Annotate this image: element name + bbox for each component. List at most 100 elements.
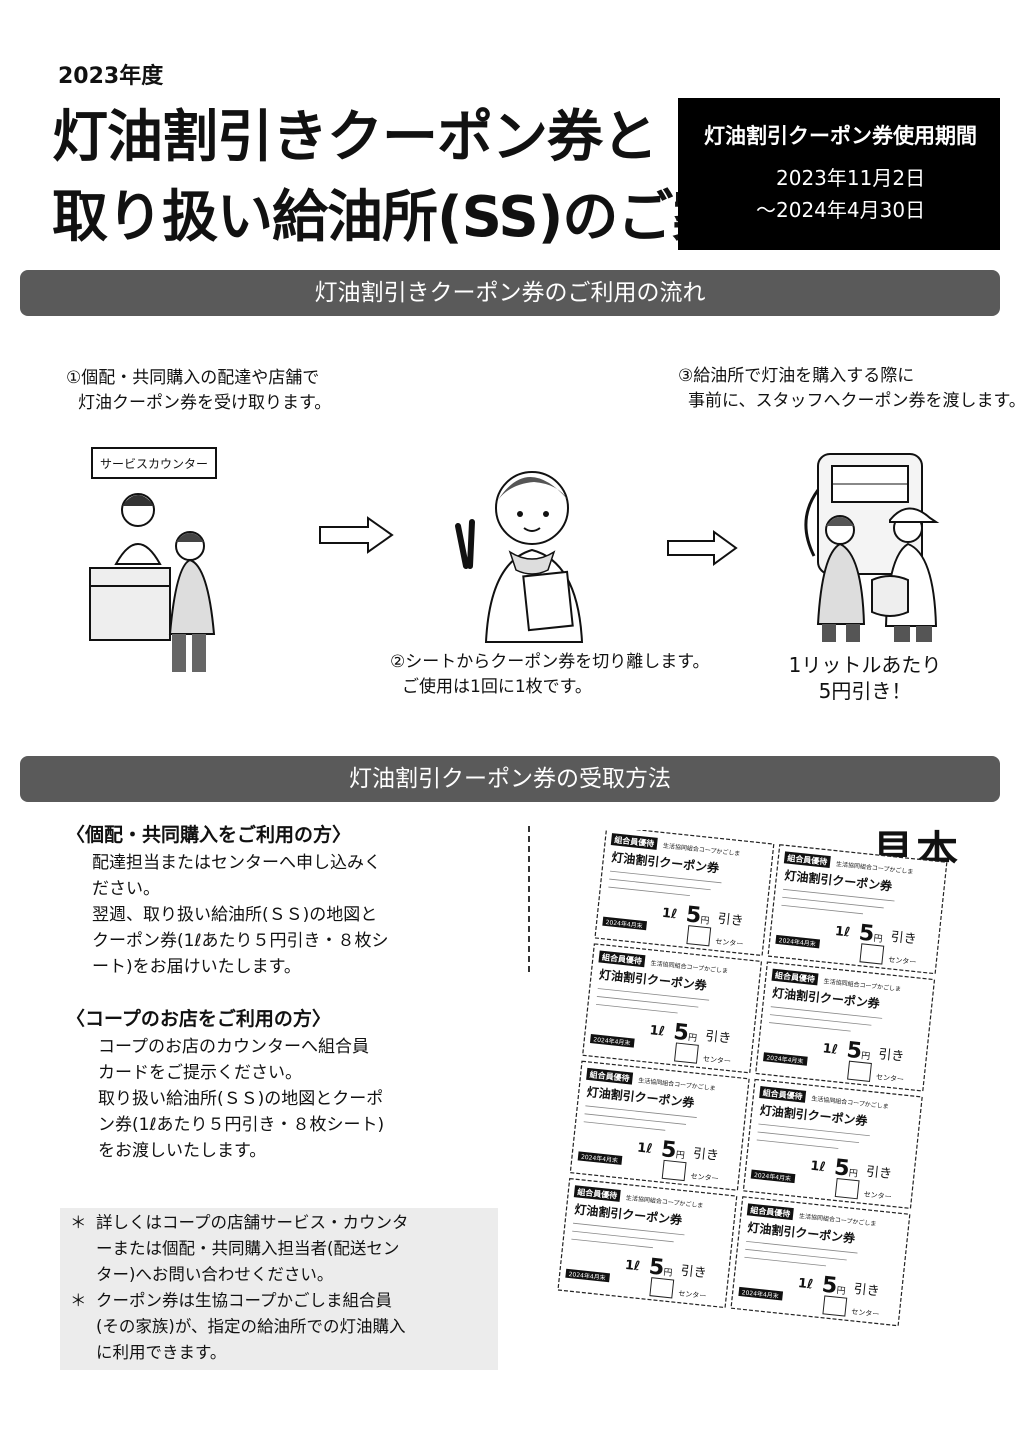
coupon-stamp-box xyxy=(859,943,885,965)
store-line: 取り扱い給油所(ＳＳ)の地図とクーポ xyxy=(98,1089,384,1109)
coupon-amount-liter: 1ℓ xyxy=(810,1159,827,1176)
coupon-validity-text: 2024年4月末 xyxy=(605,918,643,930)
coupon-amount-yen: 円 xyxy=(687,1032,697,1044)
coupon-amount-liter: 1ℓ xyxy=(834,924,851,941)
store-line: コープのお店のカウンターへ組合員 xyxy=(98,1037,369,1057)
coupon-amount-yen: 円 xyxy=(861,1050,871,1062)
arrow-right-icon-1 xyxy=(319,516,394,554)
page-title-line1: 灯油割引きクーポン券と xyxy=(52,105,658,170)
coupon-badge-bg xyxy=(759,1086,807,1103)
coupon-amount-liter: 1ℓ xyxy=(636,1141,653,1158)
dashed-divider xyxy=(528,826,530,972)
coupon-center-text: センター xyxy=(888,955,917,967)
coupon-fine-print xyxy=(781,904,864,915)
coupon-stamp-box xyxy=(834,1178,860,1200)
coupon-fine-print xyxy=(572,1230,674,1243)
service-counter-illustration: サービスカウンター xyxy=(89,447,217,672)
coupon-center-text: センター xyxy=(678,1289,707,1301)
coupon-amount-number: 5 xyxy=(821,1273,839,1299)
coupon-fine-print xyxy=(583,1121,666,1131)
step2-text: ②シートからクーポン券を切り離します。 ご使用は1回に1枚です。 xyxy=(390,650,710,700)
coupon-amount-number: 5 xyxy=(660,1137,678,1163)
coupon-badge-bg xyxy=(586,1067,634,1085)
coupon-amount-off: 引き xyxy=(692,1146,719,1164)
handwritten-line2: 5円引き！ xyxy=(818,679,912,703)
coupon-fine-print xyxy=(609,878,711,891)
store-heading: 〈コープのお店をご利用の方〉 xyxy=(66,1008,331,1030)
coupon-validity-text: 2024年4月末 xyxy=(754,1171,792,1183)
coupon-fine-print xyxy=(769,1022,851,1032)
coupon-fine-print xyxy=(769,1014,872,1026)
coupon-fine-print xyxy=(584,1113,687,1125)
asterisk-mark: ＊ xyxy=(70,1213,87,1232)
store-line: をお渡しいたします。 xyxy=(98,1141,267,1161)
coupon-amount-off: 引き xyxy=(705,1029,732,1047)
coupon-badge-text: 組合員優待 xyxy=(787,853,828,867)
note-item: ＊ クーポン券は生協コープかごしま組合員 (その家族)が、指定の給油所での灯油購… xyxy=(70,1288,488,1366)
coupon-fine-print xyxy=(571,1238,653,1249)
coupon-badge-bg xyxy=(771,968,819,986)
step3-line1: ③給油所で灯油を購入する際に xyxy=(678,366,915,386)
coupon-amount-number: 5 xyxy=(648,1254,666,1280)
coupon-stamp-box xyxy=(822,1295,848,1317)
coupon-badge-bg xyxy=(573,1185,621,1202)
gas-station-illustration xyxy=(804,453,940,642)
coupon-amount-liter: 1ℓ xyxy=(822,1041,839,1058)
coupon-fine-print xyxy=(608,886,690,897)
coupon-fine-print xyxy=(783,888,895,902)
coupon-badge-text: 組合員優待 xyxy=(614,834,655,848)
coupon-fine-print xyxy=(610,870,722,884)
page-title-line2: 取り扱い給油所(SS)のご案内 xyxy=(52,185,783,250)
step1-text: ①個配・共同購入の配達や店舗で 灯油クーポン券を受け取ります。 xyxy=(66,366,331,416)
coupon-validity-text: 2024年4月末 xyxy=(778,936,816,948)
note-line: に利用できます。 xyxy=(96,1343,227,1362)
coupon-center-text: センター xyxy=(690,1171,719,1183)
coupon-amount-liter: 1ℓ xyxy=(797,1276,814,1293)
coupon-validity-bg xyxy=(565,1268,611,1283)
coupon-badge-bg xyxy=(598,950,646,968)
coupon-fine-print xyxy=(597,988,710,1001)
store-line: カードをご提示ください。 xyxy=(98,1063,302,1083)
handwritten-discount-note: 1リットルあたり 5円引き！ xyxy=(760,652,970,704)
kohai-line: クーポン券(1ℓあたり５円引き・８枚シ xyxy=(92,931,389,951)
coupon-badge-text: 組合員優待 xyxy=(750,1205,791,1219)
coupon-amount-off: 引き xyxy=(878,1047,905,1065)
coupon-validity-bg xyxy=(738,1286,784,1301)
coupon-fine-print xyxy=(585,1105,697,1118)
coupon-fine-print xyxy=(756,1139,839,1149)
coupon-center-text: センター xyxy=(863,1189,892,1201)
note-line: ーまたは個配・共同購入担当者(配送セン xyxy=(96,1239,400,1258)
coupon-center-text: センター xyxy=(851,1307,880,1319)
kohai-line: ださい。 xyxy=(92,879,160,899)
receipt-section-heading: 灯油割引クーポン券の受取方法 xyxy=(20,756,1000,802)
coupon-amount-yen: 円 xyxy=(873,933,883,945)
coupon-badge-bg xyxy=(746,1203,794,1221)
usage-period-box: 灯油割引クーポン券使用期間 2023年11月2日 ～2024年4月30日 xyxy=(678,98,1000,250)
step1-line2: 灯油クーポン券を受け取ります。 xyxy=(78,393,332,413)
coupon-amount-yen: 円 xyxy=(663,1267,673,1279)
step3-text: ③給油所で灯油を購入する際に 事前に、スタッフへクーポン券を渡します。 xyxy=(678,364,1024,414)
flow-section-heading: 灯油割引きクーポン券のご利用の流れ xyxy=(20,270,1000,316)
usage-period-end: ～2024年4月30日 xyxy=(756,198,926,222)
kohai-line: ート)をお届けいたします。 xyxy=(92,957,301,977)
kohai-body: 配達担当またはセンターへ申し込みく ださい。 翌週、取り扱い給油所(ＳＳ)の地図… xyxy=(92,850,462,980)
fiscal-year: 2023年度 xyxy=(58,64,164,89)
coupon-badge-bg xyxy=(610,833,658,850)
coupon-badge-bg xyxy=(783,851,831,869)
coupon-fine-print xyxy=(757,1131,860,1144)
asterisk-mark: ＊ xyxy=(70,1291,87,1310)
step2-line2: ご使用は1回に1枚です。 xyxy=(402,677,592,697)
coupon-validity-bg xyxy=(763,1052,808,1066)
coupon-stamp-box xyxy=(847,1060,872,1082)
coupon-amount-yen: 円 xyxy=(836,1285,846,1297)
coupon-fine-print xyxy=(596,1003,678,1014)
coupon-amount-number: 5 xyxy=(672,1020,690,1046)
coupon-amount-yen: 円 xyxy=(848,1168,858,1180)
coupon-amount-number: 5 xyxy=(833,1155,851,1181)
woman-with-coupon-illustration xyxy=(455,471,584,643)
